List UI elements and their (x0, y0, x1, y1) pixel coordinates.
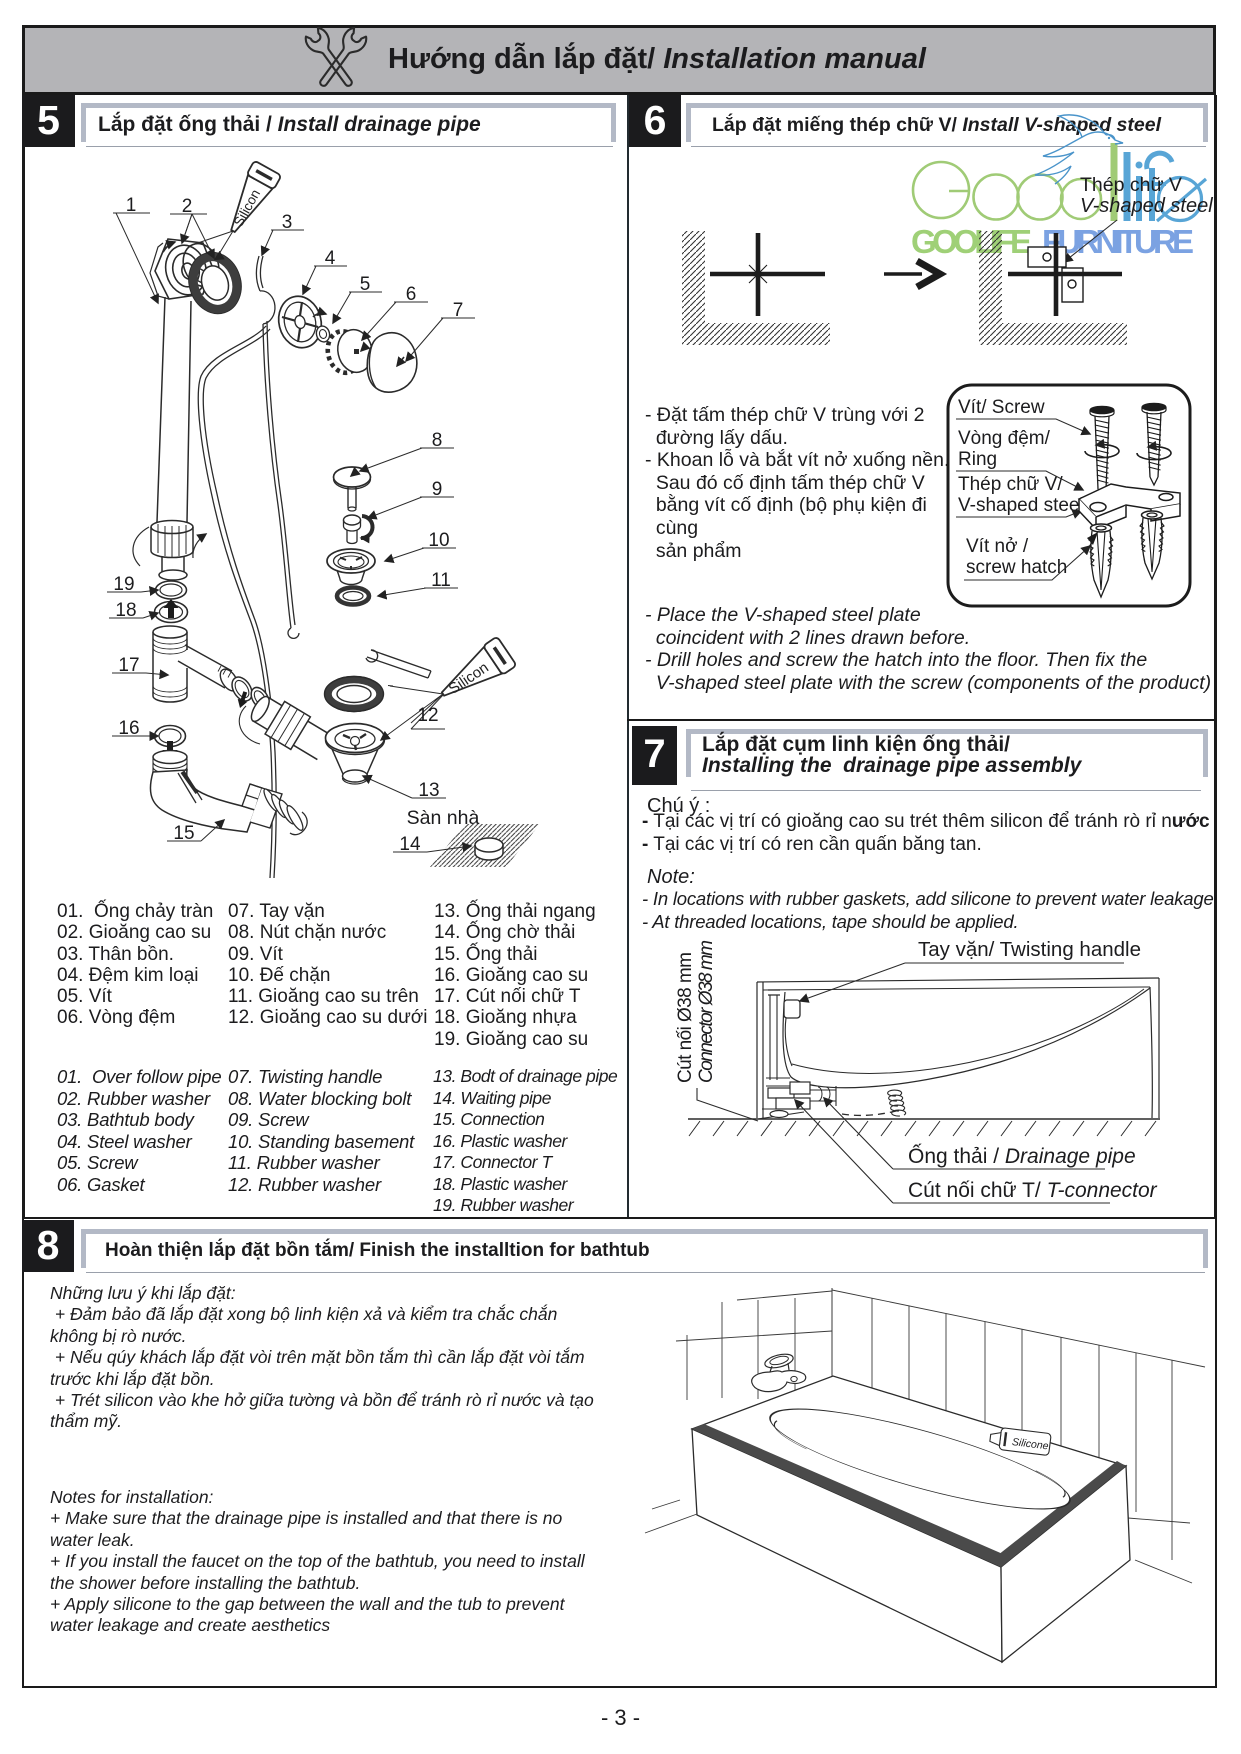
svg-text:1: 1 (126, 195, 137, 216)
svg-text:7: 7 (453, 300, 464, 321)
svg-text:8: 8 (432, 430, 443, 451)
svg-text:Sàn nhà: Sàn nhà (407, 807, 480, 829)
svg-text:Vít/ Screw: Vít/ Screw (958, 397, 1045, 418)
svg-text:9: 9 (432, 479, 443, 500)
svg-text:Thép chữ V/: Thép chữ V/ (958, 474, 1063, 495)
svg-text:16: 16 (118, 718, 139, 739)
svg-text:2: 2 (182, 196, 193, 217)
svg-text:Thép chữ V: Thép chữ V (1080, 174, 1182, 196)
svg-text:12: 12 (417, 705, 438, 726)
svg-text:10: 10 (428, 530, 449, 551)
svg-text:V-shaped steel: V-shaped steel (958, 495, 1084, 516)
svg-text:14: 14 (399, 834, 421, 855)
svg-text:Cút nối Ø38 mm: Cút nối Ø38 mm (675, 952, 696, 1083)
svg-text:11: 11 (431, 570, 451, 591)
svg-text:Cút nối chữ T/ T-connector: Cút nối chữ T/ T-connector (908, 1179, 1158, 1202)
svg-text:15: 15 (173, 823, 194, 844)
svg-text:18: 18 (115, 600, 136, 621)
svg-text:screw hatch: screw hatch (966, 557, 1067, 578)
svg-text:Ống thải / Drainage pipe: Ống thải / Drainage pipe (908, 1144, 1136, 1168)
svg-text:13: 13 (418, 780, 439, 801)
svg-text:6: 6 (406, 284, 417, 305)
svg-text:17: 17 (118, 655, 139, 676)
svg-text:V-shaped steel: V-shaped steel (1080, 195, 1213, 217)
svg-text:5: 5 (360, 274, 371, 295)
svg-text:Vòng đệm/: Vòng đệm/ (958, 428, 1051, 449)
svg-text:4: 4 (325, 248, 336, 269)
svg-text:Tay vặn/ Twisting handle: Tay vặn/ Twisting handle (918, 938, 1141, 961)
svg-text:Connector Ø38 mm: Connector Ø38 mm (696, 940, 717, 1083)
svg-text:Vít nở /: Vít nở / (966, 536, 1029, 557)
svg-text:Ring: Ring (958, 449, 997, 470)
svg-text:Silicon: Silicon (231, 187, 263, 229)
svg-text:GOOLIFE: GOOLIFE (911, 223, 1032, 260)
svg-text:19: 19 (113, 574, 134, 595)
svg-text:3: 3 (282, 212, 293, 233)
svg-text:Silicone: Silicone (1011, 1436, 1049, 1452)
